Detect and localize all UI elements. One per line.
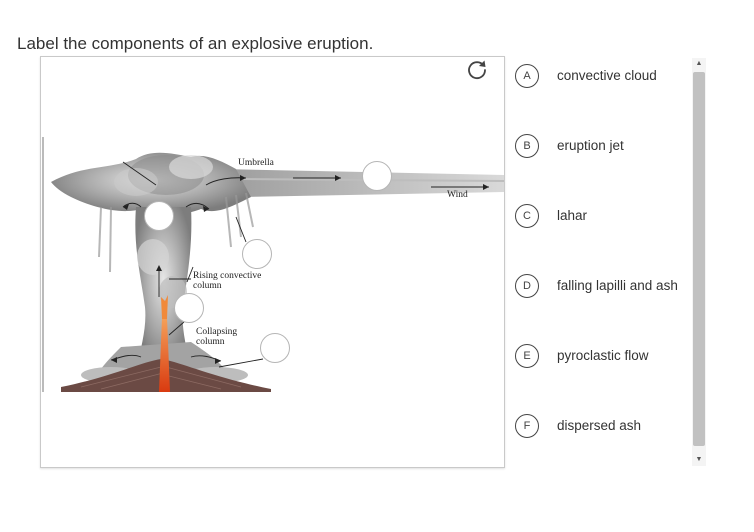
option-label: lahar bbox=[557, 208, 588, 223]
drop-target-5[interactable] bbox=[260, 333, 290, 363]
chevron-up-icon[interactable]: ▲ bbox=[695, 60, 703, 67]
option-label: pyroclastic flow bbox=[557, 348, 649, 363]
option-badge: E bbox=[515, 344, 539, 368]
wind-label: Wind bbox=[447, 190, 468, 200]
chevron-down-icon[interactable]: ▼ bbox=[695, 456, 703, 463]
option-badge: D bbox=[515, 274, 539, 298]
drop-target-1[interactable] bbox=[362, 161, 392, 191]
option-label: eruption jet bbox=[557, 138, 624, 153]
option-badge: B bbox=[515, 134, 539, 158]
umbrella-label: Umbrella bbox=[238, 158, 274, 168]
rising-column-label: Rising convective column bbox=[193, 271, 262, 291]
drop-target-4[interactable] bbox=[174, 293, 204, 323]
diagram-panel: Umbrella Wind Rising convective column C… bbox=[40, 56, 505, 468]
reset-icon[interactable] bbox=[464, 57, 490, 83]
option-label: convective cloud bbox=[557, 68, 657, 83]
drop-target-2[interactable] bbox=[144, 201, 174, 231]
option-badge: F bbox=[515, 414, 539, 438]
options-scrollbar[interactable]: ▲ ▼ bbox=[692, 58, 706, 466]
collapsing-column-label: Collapsing column bbox=[196, 327, 238, 347]
scrollbar-thumb[interactable] bbox=[693, 72, 705, 446]
option-label: falling lapilli and ash bbox=[557, 278, 678, 293]
option-badge: A bbox=[515, 64, 539, 88]
option-label: dispersed ash bbox=[557, 418, 642, 433]
option-badge: C bbox=[515, 204, 539, 228]
question-text: Label the components of an explosive eru… bbox=[17, 34, 374, 53]
eruption-illustration bbox=[42, 137, 504, 392]
drop-target-3[interactable] bbox=[242, 239, 272, 269]
